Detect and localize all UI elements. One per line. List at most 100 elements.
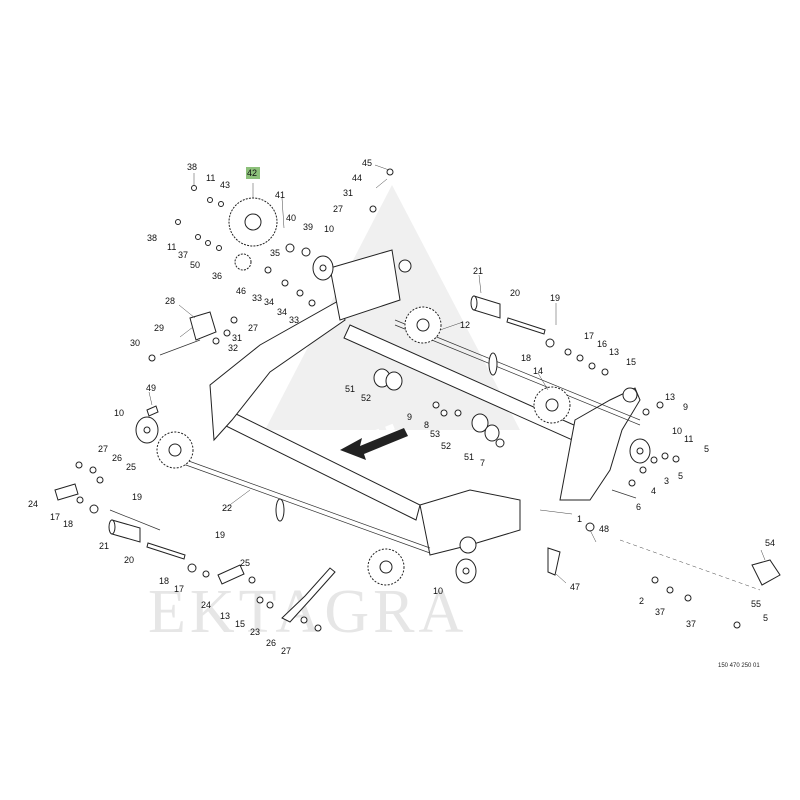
callout-38[interactable]: 38 <box>147 233 157 243</box>
bearing-tubes <box>108 295 546 560</box>
callout-10[interactable]: 10 <box>324 224 334 234</box>
callout-41[interactable]: 41 <box>275 190 285 200</box>
callout-18[interactable]: 18 <box>159 576 169 586</box>
callout-44[interactable]: 44 <box>352 173 362 183</box>
callout-33[interactable]: 33 <box>252 293 262 303</box>
callout-13[interactable]: 13 <box>665 392 675 402</box>
callout-16[interactable]: 16 <box>597 339 607 349</box>
callout-5[interactable]: 5 <box>678 471 683 481</box>
callout-33[interactable]: 33 <box>289 315 299 325</box>
callout-18[interactable]: 18 <box>63 519 73 529</box>
callout-47[interactable]: 47 <box>570 582 580 592</box>
callout-13[interactable]: 13 <box>609 347 619 357</box>
callout-27[interactable]: 27 <box>248 323 258 333</box>
callout-48[interactable]: 48 <box>599 524 609 534</box>
callout-34[interactable]: 34 <box>277 307 287 317</box>
travel-direction-arrow-icon <box>340 423 408 460</box>
callout-24[interactable]: 24 <box>201 600 211 610</box>
callout-37[interactable]: 37 <box>686 619 696 629</box>
callout-11[interactable]: 11 <box>684 434 693 444</box>
callout-54[interactable]: 54 <box>765 538 775 548</box>
callout-39[interactable]: 39 <box>303 222 313 232</box>
callout-15[interactable]: 15 <box>626 357 636 367</box>
callout-13[interactable]: 13 <box>220 611 230 621</box>
callout-52[interactable]: 52 <box>441 441 451 451</box>
callout-22[interactable]: 22 <box>222 503 232 513</box>
callout-5[interactable]: 5 <box>704 444 709 454</box>
callout-31[interactable]: 31 <box>232 333 242 343</box>
callout-30[interactable]: 30 <box>130 338 140 348</box>
callout-20[interactable]: 20 <box>510 288 520 298</box>
callout-52[interactable]: 52 <box>361 393 371 403</box>
leader-lines <box>148 164 766 584</box>
callout-36[interactable]: 36 <box>212 271 222 281</box>
callout-55[interactable]: 55 <box>751 599 761 609</box>
callout-31[interactable]: 31 <box>343 188 353 198</box>
callout-29[interactable]: 29 <box>154 323 164 333</box>
callout-32[interactable]: 32 <box>228 343 238 353</box>
watermark-text: EKTAGRA <box>148 578 467 646</box>
hubs <box>135 255 651 584</box>
callout-42[interactable]: 42 <box>247 168 257 178</box>
callout-23[interactable]: 23 <box>250 627 260 637</box>
callout-19[interactable]: 19 <box>215 530 225 540</box>
callout-4[interactable]: 4 <box>651 486 656 496</box>
callout-20[interactable]: 20 <box>124 555 134 565</box>
callout-17[interactable]: 17 <box>174 584 184 594</box>
callout-18[interactable]: 18 <box>521 353 531 363</box>
callout-2[interactable]: 2 <box>639 596 644 606</box>
callout-10[interactable]: 10 <box>433 586 443 596</box>
callout-51[interactable]: 51 <box>345 384 355 394</box>
callout-35[interactable]: 35 <box>270 248 280 258</box>
callout-28[interactable]: 28 <box>165 296 175 306</box>
callout-25[interactable]: 25 <box>126 462 136 472</box>
callout-10[interactable]: 10 <box>672 426 682 436</box>
hardware <box>54 168 781 632</box>
callout-27[interactable]: 27 <box>98 444 108 454</box>
callout-21[interactable]: 21 <box>473 266 483 276</box>
callout-40[interactable]: 40 <box>286 213 296 223</box>
callout-8[interactable]: 8 <box>424 420 429 430</box>
callout-19[interactable]: 19 <box>132 492 142 502</box>
callout-15[interactable]: 15 <box>235 619 245 629</box>
callout-19[interactable]: 19 <box>550 293 560 303</box>
callout-27[interactable]: 27 <box>333 204 343 214</box>
shafts <box>109 319 761 591</box>
frame <box>209 249 641 556</box>
callout-14[interactable]: 14 <box>533 366 543 376</box>
callout-45[interactable]: 45 <box>362 158 372 168</box>
callout-11[interactable]: 11 <box>206 173 215 183</box>
watermark: EKTAGRA <box>148 185 520 646</box>
sprockets <box>156 197 571 586</box>
callout-10[interactable]: 10 <box>114 408 124 418</box>
callout-37[interactable]: 37 <box>655 607 665 617</box>
callout-26[interactable]: 26 <box>266 638 276 648</box>
callout-38[interactable]: 38 <box>187 162 197 172</box>
callout-49[interactable]: 49 <box>146 383 156 393</box>
callout-26[interactable]: 26 <box>112 453 122 463</box>
callout-7[interactable]: 7 <box>480 458 485 468</box>
callout-3[interactable]: 3 <box>664 476 669 486</box>
callout-21[interactable]: 21 <box>99 541 109 551</box>
callout-6[interactable]: 6 <box>636 502 641 512</box>
callout-17[interactable]: 17 <box>584 331 594 341</box>
callout-12[interactable]: 12 <box>460 320 470 330</box>
callout-46[interactable]: 46 <box>236 286 246 296</box>
callout-11[interactable]: 11 <box>167 242 176 252</box>
callout-labels: 42 38 11 43 41 40 39 10 38 11 37 50 36 3… <box>28 158 775 656</box>
callout-9[interactable]: 9 <box>683 402 688 412</box>
callout-27[interactable]: 27 <box>281 646 291 656</box>
callout-1[interactable]: 1 <box>577 514 582 524</box>
callout-50[interactable]: 50 <box>190 260 200 270</box>
callout-5[interactable]: 5 <box>763 613 768 623</box>
callout-24[interactable]: 24 <box>28 499 38 509</box>
callout-34[interactable]: 34 <box>264 297 274 307</box>
callout-37[interactable]: 37 <box>178 250 188 260</box>
callout-9[interactable]: 9 <box>407 412 412 422</box>
callout-43[interactable]: 43 <box>220 180 230 190</box>
callout-17[interactable]: 17 <box>50 512 60 522</box>
callout-51[interactable]: 51 <box>464 452 474 462</box>
callout-25[interactable]: 25 <box>240 558 250 568</box>
callout-53[interactable]: 53 <box>430 429 440 439</box>
